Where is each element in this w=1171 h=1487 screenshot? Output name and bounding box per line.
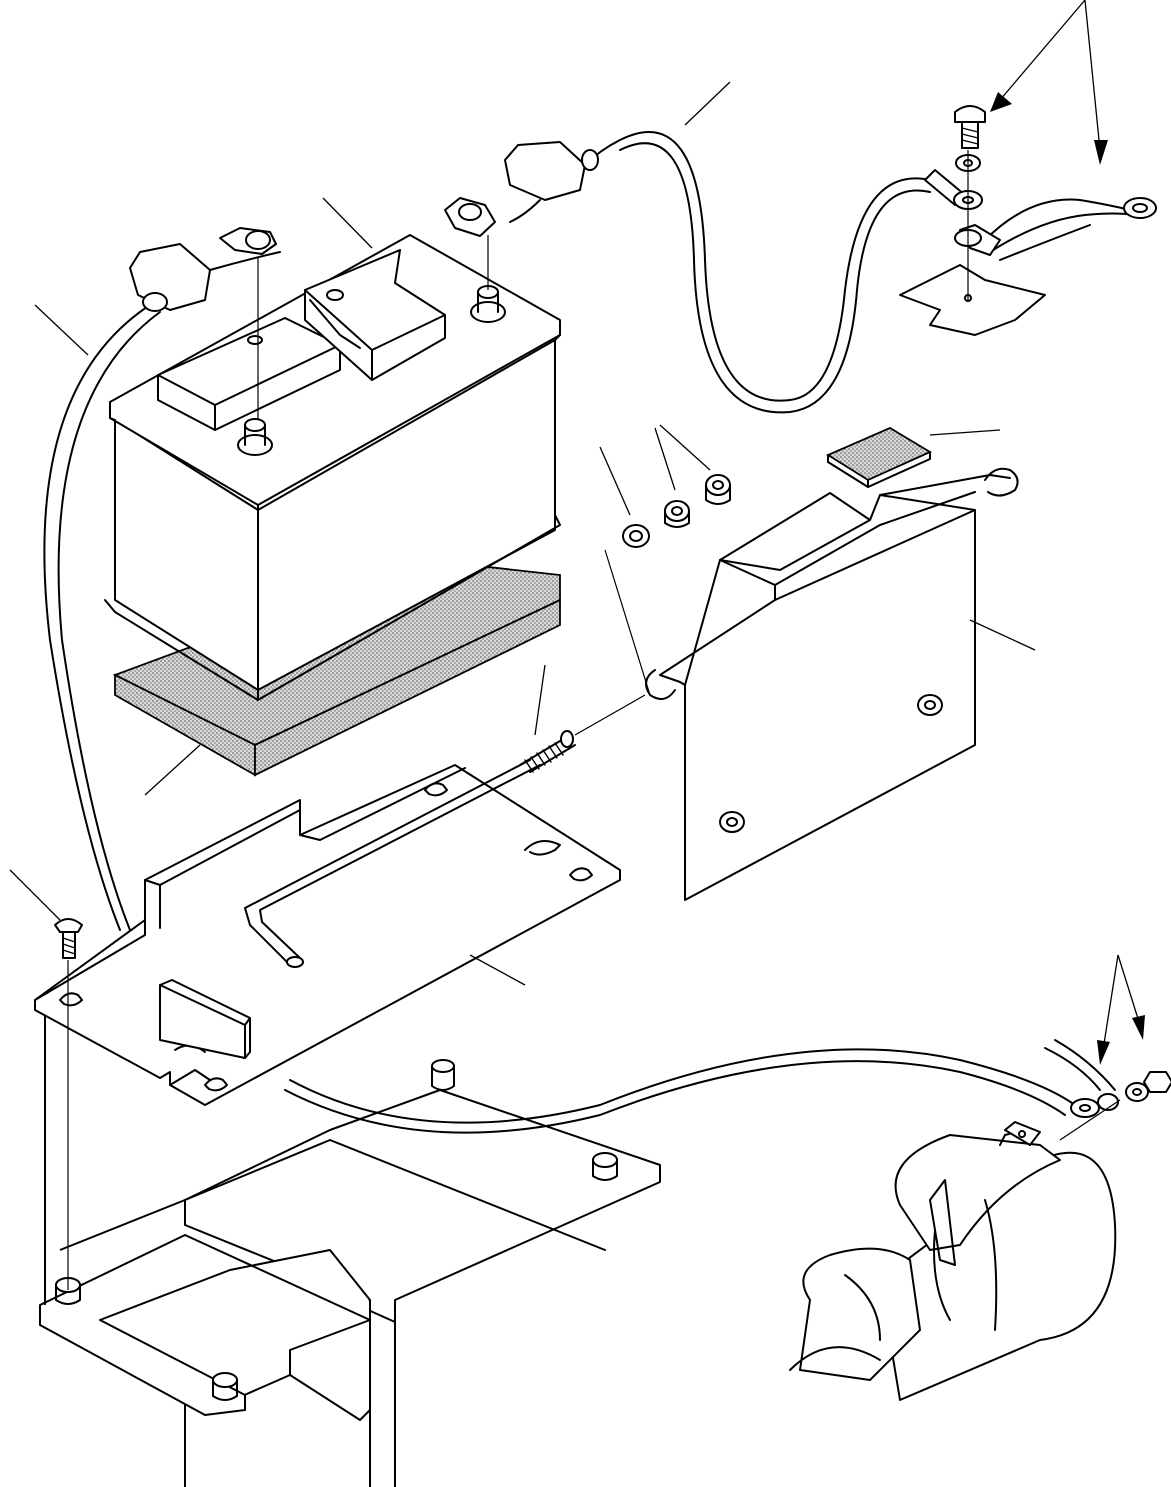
- battery: [104, 234, 561, 701]
- tray-bolt: [54, 918, 83, 1290]
- machine-frame: [39, 1000, 661, 1487]
- tray-clip: [159, 979, 251, 1059]
- frame-bolt-post: [55, 1059, 618, 1401]
- battery-terminal-negative: [237, 418, 273, 456]
- callout-arrows: [990, 0, 1145, 1065]
- mounting-surface: [899, 264, 1046, 336]
- ground-strap: [954, 197, 1157, 261]
- starter-cable: [284, 1039, 1171, 1141]
- battery-terminal-positive: [470, 285, 506, 323]
- battery-pad: [112, 559, 561, 777]
- starter-motor: [789, 1121, 1117, 1401]
- hold-down-bracket: [645, 467, 1019, 901]
- rod-thread: [524, 742, 564, 773]
- battery-tray: [34, 764, 621, 1106]
- bracket-nut: [917, 694, 943, 716]
- negative-cable: [43, 227, 281, 931]
- positive-cable: [444, 131, 983, 414]
- bracket-nut: [719, 811, 745, 833]
- hold-down-rod: [244, 694, 646, 968]
- mounting-bolt: [954, 105, 986, 300]
- leader-lines: [9, 81, 1036, 986]
- rubber-strip: [826, 426, 932, 488]
- washer-stack: [604, 474, 731, 696]
